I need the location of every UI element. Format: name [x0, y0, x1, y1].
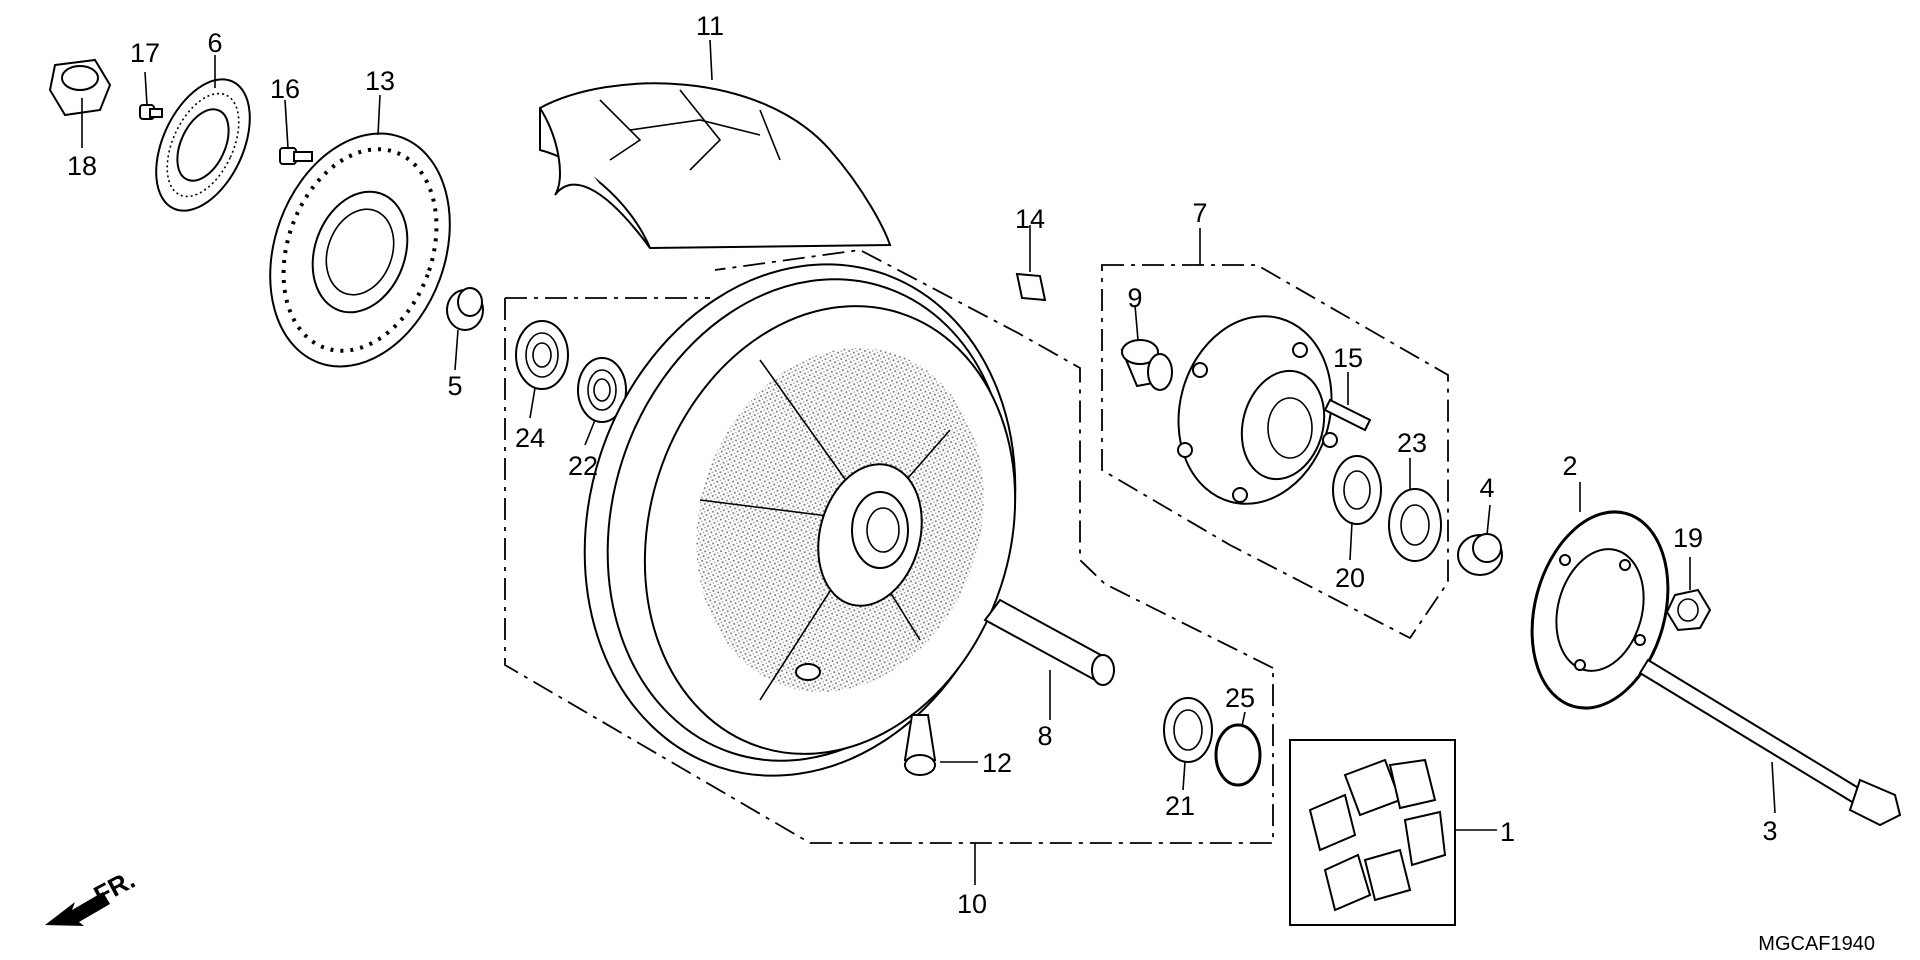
- callout-18: 18: [67, 151, 97, 181]
- callout-6: 6: [207, 28, 222, 58]
- part-11-tire: [539, 82, 892, 250]
- callout-16: 16: [270, 74, 300, 104]
- callout-4: 4: [1479, 473, 1494, 503]
- callout-5: 5: [447, 371, 462, 401]
- drawing-code: MGCAF1940: [1758, 933, 1875, 955]
- leader-lines: [81, 39, 1776, 885]
- part-20-bearing: [1332, 455, 1382, 525]
- part-7-driven-flange: [1177, 315, 1338, 505]
- callout-24: 24: [515, 423, 545, 453]
- callout-11: 11: [696, 11, 724, 41]
- callout-20: 20: [1335, 563, 1365, 593]
- callout-25: 25: [1225, 683, 1255, 713]
- callout-10: 10: [957, 889, 987, 919]
- callout-21: 21: [1165, 791, 1195, 821]
- part-8-distance-collar: [983, 598, 1115, 686]
- part-13-brake-disc: [269, 132, 451, 368]
- wheel-assembly-outline: [504, 249, 1274, 844]
- part-18-flange-nut: [48, 58, 112, 117]
- callout-19: 19: [1673, 523, 1703, 553]
- part-6-pulser-ring: [155, 78, 251, 212]
- damper-box: [1289, 739, 1456, 926]
- callout-23: 23: [1397, 428, 1427, 458]
- callout-9: 9: [1127, 283, 1142, 313]
- callout-15: 15: [1333, 343, 1363, 373]
- callout-17: 17: [130, 38, 160, 68]
- callout-22: 22: [568, 451, 598, 481]
- hub-assembly-outline: [1101, 264, 1449, 640]
- part-25-circlip: [1214, 723, 1262, 787]
- part-9-collar: [1120, 339, 1173, 391]
- part-16-bolt: [279, 147, 313, 165]
- front-direction-arrow-icon: [45, 892, 110, 926]
- part-19-nut: [1665, 588, 1712, 632]
- part-21-bearing: [1163, 697, 1213, 763]
- part-17-screw: [139, 104, 163, 120]
- callout-3: 3: [1762, 816, 1777, 846]
- part-23-bearing: [1388, 488, 1442, 562]
- part-15-stud-bolt: [1323, 398, 1372, 432]
- part-1-damper-rubbers: [1308, 758, 1447, 912]
- part-12-tire-valve: [903, 714, 937, 776]
- part-3-axle: [1638, 658, 1902, 827]
- part-24-bearing: [515, 320, 569, 390]
- part-14-balance-weight: [1015, 272, 1047, 302]
- callout-7: 7: [1192, 198, 1207, 228]
- callout-8: 8: [1037, 721, 1052, 751]
- part-22-bearing: [577, 357, 627, 423]
- callout-1: 1: [1500, 817, 1515, 847]
- callout-12: 12: [982, 748, 1012, 778]
- part-4-collar: [1457, 533, 1503, 576]
- callout-14: 14: [1015, 204, 1045, 234]
- part-5-collar: [446, 287, 484, 331]
- callout-2: 2: [1562, 451, 1577, 481]
- part-2-sprocket: [1530, 510, 1670, 710]
- callout-13: 13: [365, 66, 395, 96]
- part-10-wheel-rim: [583, 263, 1017, 777]
